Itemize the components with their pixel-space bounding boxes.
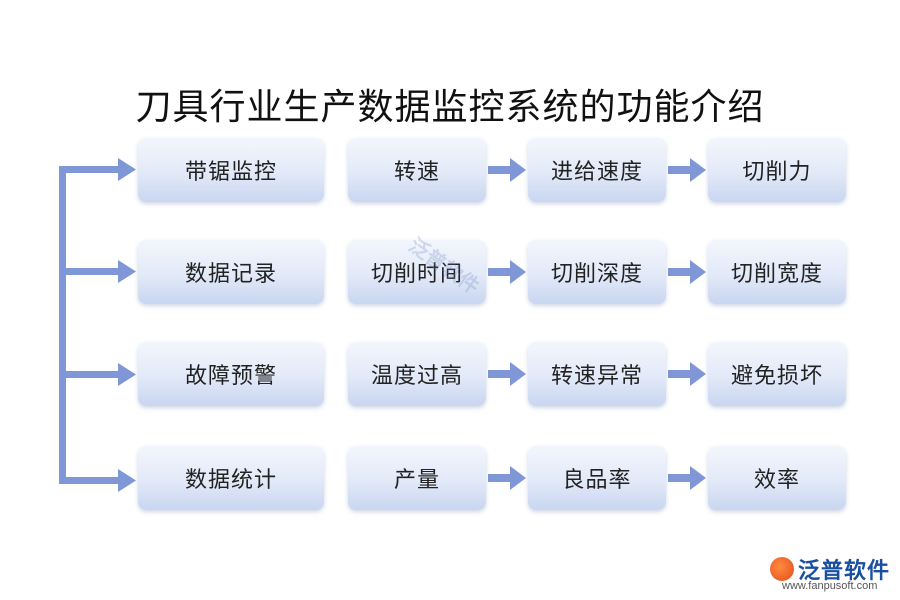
item-box-rotation-speed: 转速 — [348, 138, 486, 202]
logo-url: www.fanpusoft.com — [782, 580, 878, 592]
logo-name: 泛普软件 — [798, 559, 891, 584]
item-box-cutting-depth: 切削深度 — [528, 240, 666, 304]
category-box-band-saw-monitoring: 带锯监控 — [138, 138, 324, 202]
branch-arrow-3 — [59, 469, 136, 492]
item-box-speed-abnormal: 转速异常 — [528, 342, 666, 406]
branch-arrow-1 — [59, 260, 136, 283]
item-box-cutting-width: 切削宽度 — [708, 240, 846, 304]
item-box-feed-speed: 进给速度 — [528, 138, 666, 202]
flow-arrows — [488, 158, 706, 490]
item-box-yield-rate: 良品率 — [528, 446, 666, 510]
branch-arrow-2 — [59, 363, 136, 386]
diagram-title: 刀具行业生产数据监控系统的功能介绍 — [135, 87, 765, 128]
branch-arrow-0 — [59, 158, 136, 181]
item-box-avoid-damage: 避免损坏 — [708, 342, 846, 406]
item-box-overheat: 温度过高 — [348, 342, 486, 406]
brand-logo: 泛普软件 — [770, 553, 890, 585]
category-box-data-recording: 数据记录 — [138, 240, 324, 304]
logo-icon — [770, 557, 794, 581]
item-box-cutting-force: 切削力 — [708, 138, 846, 202]
category-box-fault-warning: 故障预警 — [138, 342, 324, 406]
category-box-data-statistics: 数据统计 — [138, 446, 324, 510]
item-box-efficiency: 效率 — [708, 446, 846, 510]
trunk-line — [59, 166, 66, 484]
item-box-cutting-time: 切削时间 — [348, 240, 486, 304]
item-box-output: 产量 — [348, 446, 486, 510]
